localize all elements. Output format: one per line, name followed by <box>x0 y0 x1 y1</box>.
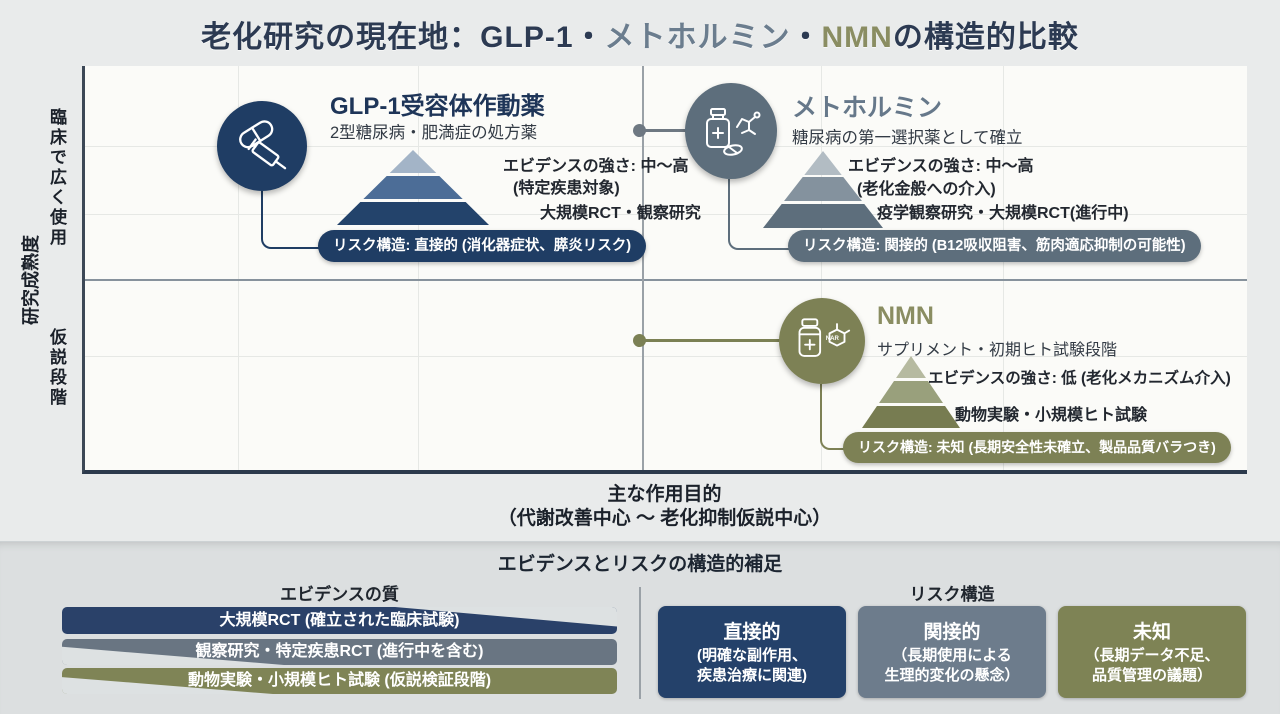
risk-card-title: 直接的 <box>723 622 781 643</box>
evidence-bar-label: 動物実験・小規模ヒト試験 (仮説検証段階) <box>187 672 492 689</box>
glp1-icon-circle <box>217 101 307 191</box>
risk-card-description: （長期使用による 生理的変化の懸念） <box>884 647 1020 684</box>
gridline-vertical <box>821 66 822 470</box>
bottom-panel-header: エビデンスとリスクの構造的補足 <box>497 554 783 575</box>
title-segment-suffix: の構造的比較 <box>892 21 1079 54</box>
glp1-subtitle: 2型糖尿病・肥満症の処方薬 <box>330 124 538 142</box>
risk-card-title: 未知 <box>1132 622 1171 643</box>
metformin-evidence-scope: (老化金般への介入) <box>857 181 996 198</box>
y-axis-title: 研究成熟度 <box>21 235 41 325</box>
title-segment-nmn: NMN <box>821 21 893 54</box>
gridline-vertical <box>238 66 239 470</box>
risk-structure-header: リスク構造 <box>909 585 995 604</box>
connector-spine-line <box>642 66 644 470</box>
page-title: 老化研究の現在地：GLP-1・メトホルミン・NMNの構造的比較 <box>0 12 1280 56</box>
nmn-name: NMN <box>877 302 934 330</box>
nmn-evidence-basis: 動物実験・小規模ヒト試験 <box>955 407 1148 424</box>
metformin-evidence-basis: 疫学観察研究・大規模RCT(進行中) <box>877 205 1129 222</box>
evidence-bar-label: 観察研究・特定疾患RCT (進行中を含む) <box>195 643 484 660</box>
medicine-bottle-molecule-icon <box>699 97 763 166</box>
y-axis-bottom-label: 仮説段階 <box>47 328 66 408</box>
metformin-icon-circle <box>685 83 777 179</box>
nmn-risk-pill: リスク構造: 未知 (長期安全性未確立、製品品質バラつき) <box>843 432 1231 463</box>
risk-card-description: （長期データ不足、 品質管理の議題） <box>1084 647 1220 684</box>
evidence-bar-animal: 動物実験・小規模ヒト試験 (仮説検証段階) <box>62 668 617 694</box>
gridline-vertical <box>418 66 419 470</box>
nmn-subtitle: サプリメント・初期ヒト試験段階 <box>877 342 1118 359</box>
pill-syringe-icon <box>231 113 293 180</box>
title-segment-metformin: メトホルミン <box>604 21 791 54</box>
evidence-bar-label: 大規模RCT (確立された臨床試験) <box>219 612 460 629</box>
gridline-horizontal <box>85 214 1247 215</box>
metformin-risk-pill: リスク構造: 関接的 (B12吸収阻害、筋肉適応抑制の可能性) <box>788 230 1201 262</box>
title-segment-main: 老化研究の現在地：GLP-1・ <box>201 21 605 54</box>
nad-molecule-label: NAR <box>826 334 840 341</box>
maturity-divider-line <box>85 279 1247 281</box>
risk-card-direct: 直接的 (明確な副作用、 疾患治療に関連) <box>658 606 846 698</box>
glp1-evidence-strength: エビデンスの強さ: 中〜高 <box>503 158 689 175</box>
risk-card-indirect: 関接的 （長期使用による 生理的変化の懸念） <box>858 606 1046 698</box>
title-separator: ・ <box>790 21 822 54</box>
evidence-bar-observational: 観察研究・特定疾患RCT (進行中を含む) <box>62 639 617 665</box>
risk-card-title: 関接的 <box>923 622 981 643</box>
x-axis-subtitle: （代謝改善中心 〜 老化抑制仮説中心） <box>497 508 832 529</box>
metformin-position-dot <box>633 124 646 137</box>
metformin-subtitle: 糖尿病の第一選択薬として確立 <box>792 129 1023 147</box>
evidence-bar-rct: 大規模RCT (確立された臨床試験) <box>62 607 617 634</box>
nmn-icon-circle: NAR <box>779 298 865 384</box>
evidence-quality-header: エビデンスの質 <box>280 585 399 604</box>
glp1-risk-pill: リスク構造: 直接的 (消化器症状、膵炎リスク) <box>318 230 647 262</box>
metformin-connector-line <box>728 179 792 250</box>
nmn-position-line <box>645 339 783 342</box>
glp1-name: GLP-1受容体作動薬 <box>330 93 545 120</box>
pyramid-tier-bottom <box>337 201 489 225</box>
nmn-connector-line <box>820 384 846 450</box>
glp1-evidence-basis: 大規模RCT・観察研究 <box>540 205 701 222</box>
nmn-evidence-strength: エビデンスの強さ: 低 (老化メカニズム介入) <box>928 370 1231 387</box>
metformin-position-line <box>645 129 689 132</box>
glp1-connector-line <box>261 191 321 249</box>
gridline-horizontal <box>85 146 1247 147</box>
pyramid-tier-bottom <box>763 203 883 228</box>
pyramid-tier-bottom <box>862 405 960 428</box>
x-axis-title: 主な作用目的 <box>607 484 722 505</box>
bottom-panel-divider <box>639 587 641 699</box>
gridline-vertical <box>1003 66 1004 470</box>
metformin-evidence-strength: エビデンスの強さ: 中〜高 <box>848 158 1034 175</box>
gridline-horizontal <box>85 356 1247 357</box>
risk-card-description: (明確な副作用、 疾患治療に関連) <box>697 647 807 684</box>
metformin-name: メトホルミン <box>792 94 943 122</box>
supplement-jar-molecule-icon: NAR <box>792 309 852 374</box>
nmn-position-dot <box>633 334 646 347</box>
risk-card-unknown: 未知 （長期データ不足、 品質管理の議題） <box>1058 606 1246 698</box>
y-axis-top-label: 臨床で広く使用 <box>47 108 66 248</box>
glp1-evidence-scope: (特定疾患対象) <box>513 180 620 197</box>
